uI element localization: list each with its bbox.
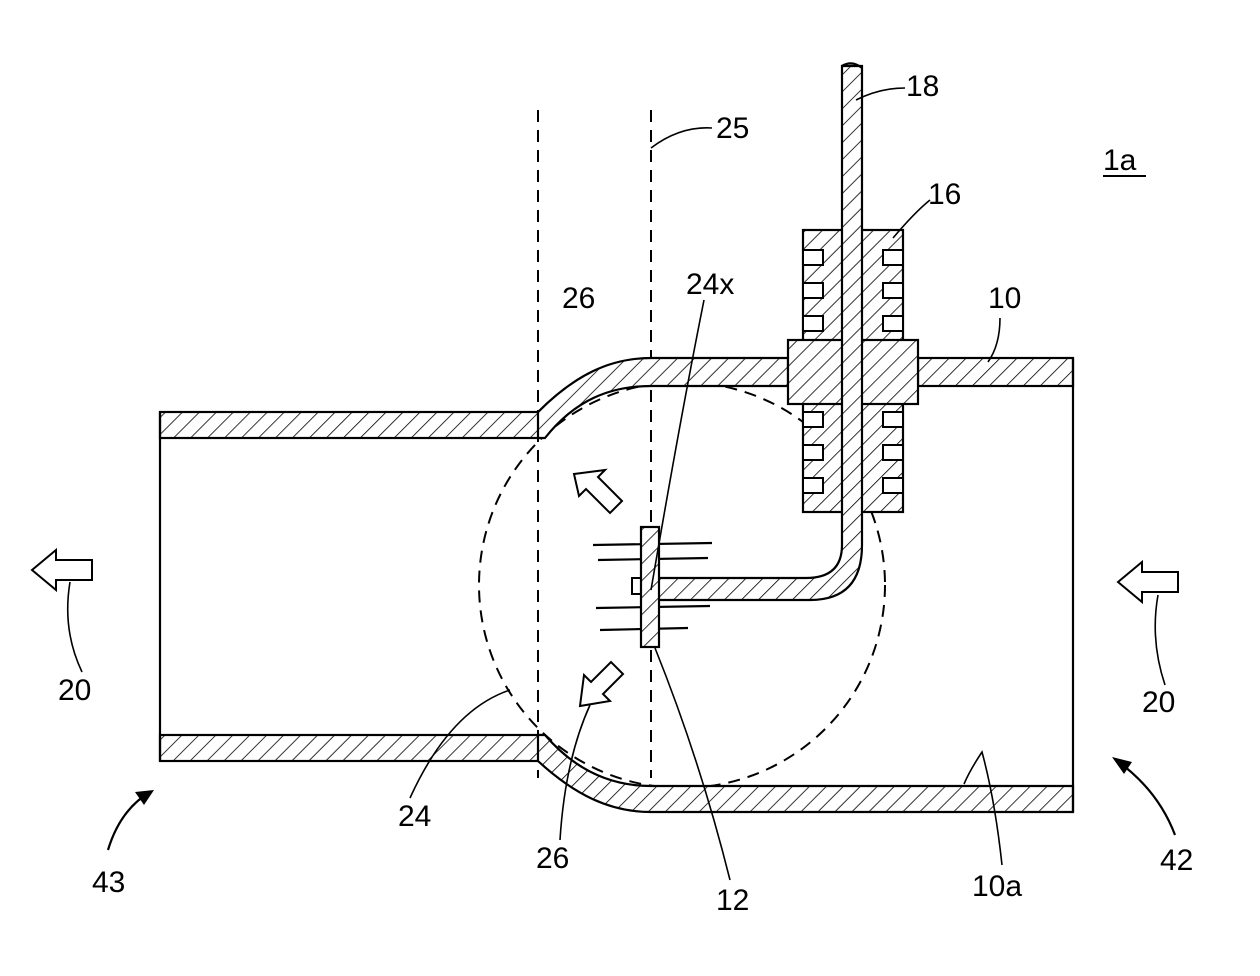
leader-probe (655, 648, 730, 880)
flow-arrow-right (1118, 562, 1178, 602)
label-insulator: 16 (928, 178, 961, 211)
label-arrow-lower: 26 (536, 842, 569, 875)
label-inlet: 42 (1160, 844, 1193, 877)
label-flow-right: 20 (1142, 686, 1175, 719)
leader-insulator (893, 200, 930, 238)
label-pipe: 10 (988, 282, 1021, 315)
label-device: 1a (1103, 144, 1137, 177)
upper-bulge-wall (538, 358, 788, 438)
label-sphere: 24 (398, 800, 431, 833)
leader-flow-right (1155, 595, 1165, 685)
leader-probe-tip (651, 300, 704, 590)
leader-lead (856, 88, 905, 100)
leader-flow-left (68, 582, 82, 672)
label-flow-left: 20 (58, 674, 91, 707)
ion-arrow-upper (574, 470, 622, 513)
label-outlet: 43 (92, 866, 125, 899)
ion-arrow-lower (580, 662, 623, 706)
flow-arrow-left (32, 550, 92, 590)
label-probe: 12 (716, 884, 749, 917)
label-arrow-upper: 26 (562, 282, 595, 315)
label-lead: 18 (906, 70, 939, 103)
leader-pipe (988, 318, 1000, 362)
left-pipe-bottom-wall (160, 735, 540, 761)
leader-center-line (651, 128, 712, 148)
outlet-arrowhead-icon (135, 790, 154, 805)
right-pipe-top-wall (918, 358, 1073, 386)
left-pipe-top-wall (160, 412, 540, 438)
label-center-line: 25 (716, 112, 749, 145)
label-probe-tip: 24x (686, 268, 734, 301)
label-inner-wall: 10a (972, 870, 1022, 903)
